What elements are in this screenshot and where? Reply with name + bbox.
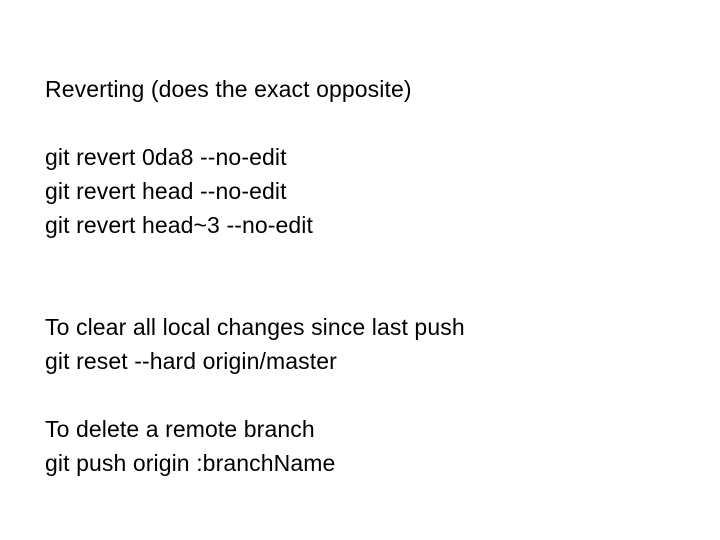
- reset-section-description: To clear all local changes since last pu…: [45, 314, 465, 340]
- reset-section-command: git reset --hard origin/master: [45, 348, 337, 374]
- delete-branch-command: git push origin :branchName: [45, 450, 336, 476]
- spacer-after-revert-commands: [45, 242, 685, 310]
- heading-block: Reverting (does the exact opposite): [45, 72, 685, 106]
- delete-branch-description: To delete a remote branch: [45, 416, 315, 442]
- delete-branch-section-block: To delete a remote branch git push origi…: [45, 412, 685, 480]
- slide-heading: Reverting (does the exact opposite): [45, 76, 412, 102]
- spacer-after-reset-section: [45, 378, 685, 412]
- revert-command-line: git revert head --no-edit: [45, 178, 287, 204]
- revert-command-line: git revert head~3 --no-edit: [45, 212, 313, 238]
- revert-command-line: git revert 0da8 --no-edit: [45, 144, 287, 170]
- spacer-after-heading: [45, 106, 685, 140]
- revert-commands-block: git revert 0da8 --no-edit git revert hea…: [45, 140, 685, 242]
- slide-content: Reverting (does the exact opposite) git …: [45, 72, 685, 480]
- reset-section-block: To clear all local changes since last pu…: [45, 310, 685, 378]
